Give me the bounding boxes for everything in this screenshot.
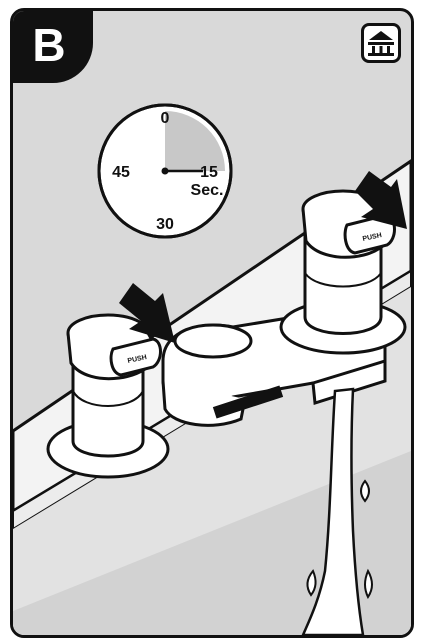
- faucet-washbasin-icon: [361, 23, 401, 63]
- timer-mark-0: 0: [161, 110, 170, 127]
- water-drop: [365, 571, 372, 597]
- illustration-frame: PUSH PUSH 0 15 30 45 Sec. B: [10, 8, 414, 638]
- water-drop: [361, 481, 369, 501]
- timer-mark-15: 15: [200, 164, 218, 181]
- scene: PUSH PUSH 0 15 30 45 Sec.: [13, 11, 411, 635]
- timer-elapsed-wedge: [165, 111, 225, 171]
- timer-dial: 0 15 30 45 Sec.: [99, 105, 231, 237]
- step-letter: B: [32, 18, 65, 72]
- timer-mark-45: 45: [112, 164, 130, 181]
- timer-mark-30: 30: [156, 216, 174, 233]
- timer-unit: Sec.: [191, 182, 224, 199]
- timer-center: [162, 168, 169, 175]
